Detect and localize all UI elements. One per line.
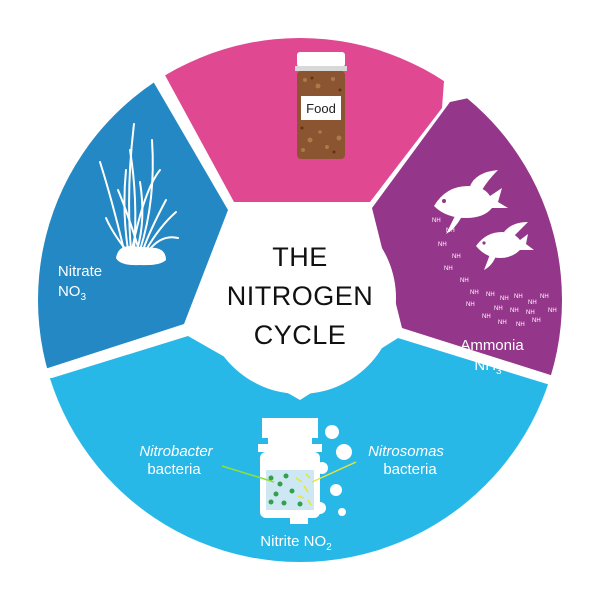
ammonia-molecule: NH	[540, 294, 549, 300]
center-title-line-1: THE	[272, 242, 328, 272]
bubbles-icon	[314, 425, 352, 516]
ammonia-label: Ammonia	[460, 337, 524, 354]
nitrosomas-pointer	[311, 461, 357, 483]
ammonia-molecule: NH	[466, 302, 475, 308]
ammonia-molecule: NH	[438, 242, 447, 248]
ammonia-formula: NH3	[474, 357, 502, 377]
nitrobacter-pointer	[221, 465, 275, 483]
plant-icon	[99, 123, 179, 266]
ammonia-molecule: NH	[510, 308, 519, 314]
center-circle	[204, 202, 396, 394]
ammonia-molecule: NH	[482, 314, 491, 320]
ammonia-molecule: NH	[444, 266, 453, 272]
food-label: Food	[306, 101, 336, 116]
fish-icon-small	[476, 222, 534, 270]
ammonia-molecule: NH	[486, 292, 495, 298]
filter-icon	[258, 418, 322, 524]
fish-icon-large	[434, 170, 508, 234]
nitrobacter-name: Nitrobacter	[139, 443, 213, 460]
ammonia-molecule: NH	[548, 308, 557, 314]
ammonia-molecule: NH	[514, 294, 523, 300]
food-jar-icon: Food	[295, 52, 347, 159]
center-title-line-3: CYCLE	[254, 320, 347, 350]
nitrobacter-suffix: bacteria	[147, 461, 201, 478]
nitrosomas-name: Nitrosomas	[368, 443, 444, 460]
nitrate-segment	[38, 76, 228, 368]
ammonia-molecule: NH	[500, 296, 509, 302]
nitrate-label: Nitrate	[58, 263, 102, 280]
ammonia-molecule: NH	[470, 290, 479, 296]
ammonia-molecule: NH	[526, 310, 535, 316]
nitrite-formula: Nitrite NO2	[260, 533, 332, 553]
ammonia-molecule: NH	[516, 322, 525, 328]
nitrate-formula: NO3	[58, 283, 87, 303]
center-title-line-2: NITROGEN	[227, 281, 374, 311]
ammonia-molecule: NH	[432, 218, 441, 224]
ammonia-molecule: NH	[446, 228, 455, 234]
ammonia-molecule: NH	[460, 278, 469, 284]
ammonia-molecule: NH	[528, 300, 537, 306]
nitrosomas-suffix: bacteria	[383, 461, 437, 478]
ammonia-molecule: NH	[452, 254, 461, 260]
ammonia-molecule: NH	[494, 306, 503, 312]
ammonia-molecule: NH	[498, 320, 507, 326]
ammonia-molecule: NH	[532, 318, 541, 324]
